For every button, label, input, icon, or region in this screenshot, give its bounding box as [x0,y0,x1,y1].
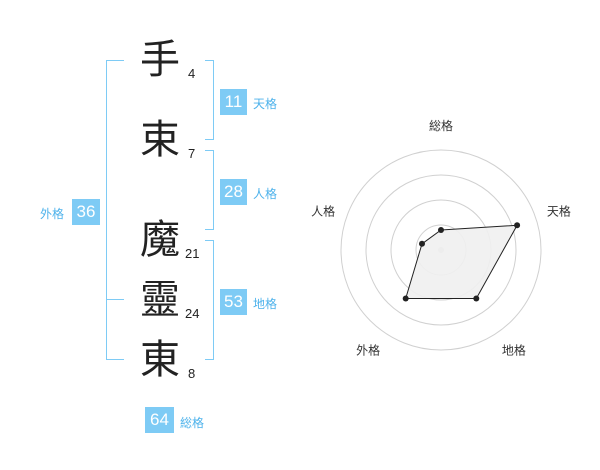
jinkaku-label: 人格 [253,187,278,201]
name-char-4: 靈 [140,277,180,323]
radar-data-point [419,240,425,247]
tenkaku-bracket [205,60,214,140]
name-char-1: 手 [140,37,180,83]
radar-axis-label: 地格 [502,342,526,357]
name-char-2: 束 [140,117,180,163]
radar-axis-label: 外格 [356,342,380,357]
stroke-count-5: 8 [188,366,196,381]
radar-data-point [473,295,480,302]
jinkaku-value: 28 [220,179,247,205]
stroke-count-4: 24 [185,306,200,321]
gaikaku-bracket [106,60,124,360]
gaikaku-label: 外格 [40,207,65,221]
radar-grid-ring [365,174,517,326]
radar-data-point [438,227,444,233]
radar-data-point [402,295,409,302]
chikaku-bracket [205,240,214,360]
stroke-count-1: 4 [188,66,196,81]
soukaku-label: 総格 [180,416,205,430]
soukaku-value: 64 [145,407,174,433]
tenkaku-label: 天格 [253,97,278,111]
radar-data-point [514,222,521,229]
name-char-5: 東 [140,337,180,383]
chikaku-value: 53 [220,289,247,315]
radar-series-area [405,224,518,299]
stroke-count-3: 21 [185,246,200,261]
stroke-count-2: 7 [188,146,196,161]
jinkaku-bracket [205,150,214,230]
gaikaku-value: 36 [72,199,100,225]
radar-axis-label: 人格 [311,204,335,219]
chikaku-label: 地格 [253,297,278,311]
tenkaku-value: 11 [220,89,247,115]
radar-grid-ring [340,149,542,351]
gaikaku-bracket-divider [106,299,124,300]
name-char-3: 魔 [140,217,180,263]
radar-axis-label: 総格 [429,118,453,133]
radar-axis-label: 天格 [547,204,571,219]
